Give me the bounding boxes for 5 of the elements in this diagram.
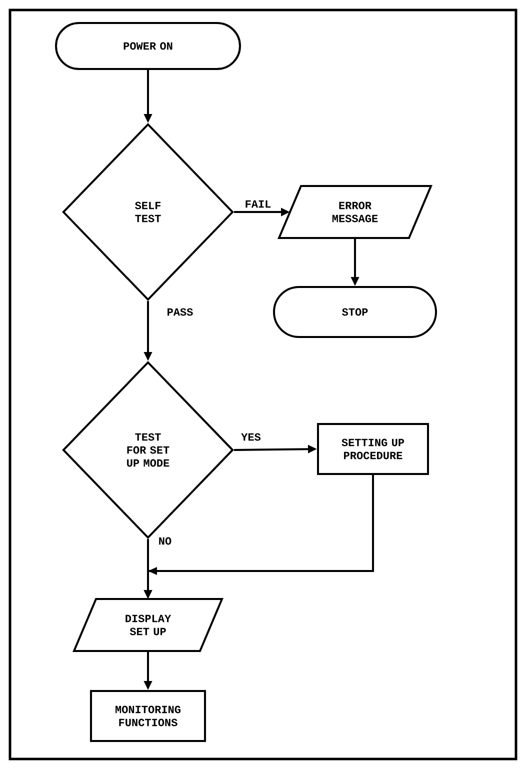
edge-label: YES: [240, 432, 262, 442]
edge-label: PASS: [166, 307, 194, 317]
process-box: SETTING UP PROCEDURE: [317, 423, 429, 475]
edge-label: FAIL: [244, 199, 272, 209]
process-box: MONITORING FUNCTIONS: [90, 690, 206, 742]
